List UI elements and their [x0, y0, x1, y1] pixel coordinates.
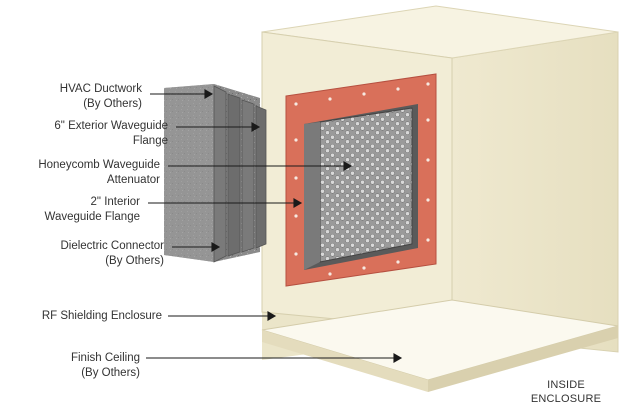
honeycomb-core — [319, 107, 413, 263]
callout-line: HVAC Ductwork — [59, 83, 142, 95]
exterior-flange-folds — [213, 85, 267, 263]
callout-interior-flange: 2" Interior Waveguide Flange — [45, 195, 140, 225]
callout-line: 6" Exterior Waveguide — [54, 120, 168, 132]
callout-finish-ceiling: Finish Ceiling (By Others) — [71, 351, 140, 381]
callout-line: Attenuator — [106, 174, 160, 186]
callout-line: Finish Ceiling — [70, 352, 140, 364]
callout-dielectric: Dielectric Connector (By Others) — [60, 239, 164, 269]
callout-line: Waveguide Flange — [44, 211, 140, 223]
inside-enclosure-label: INSIDE ENCLOSURE — [521, 378, 611, 406]
finish-ceiling-panel — [261, 299, 619, 392]
callout-exterior-flange: 6" Exterior Waveguide Flange — [54, 119, 168, 149]
flange-bolts — [294, 82, 430, 276]
callout-line: Honeycomb Waveguide — [38, 159, 160, 171]
inside-label-line: INSIDE — [547, 379, 585, 391]
callout-line: Dielectric Connector — [60, 240, 164, 252]
leader-arrows — [146, 89, 403, 363]
callout-rf-enclosure: RF Shielding Enclosure — [42, 309, 162, 324]
callout-line: (By Others) — [83, 98, 142, 110]
callout-line: 2" Interior — [90, 196, 140, 208]
inside-label-line: ENCLOSURE — [530, 393, 602, 405]
callout-line: (By Others) — [81, 367, 140, 379]
callout-hvac-ductwork: HVAC Ductwork (By Others) — [60, 82, 142, 112]
honeycomb-side — [304, 122, 320, 270]
callout-honeycomb: Honeycomb Waveguide Attenuator — [38, 158, 160, 188]
callout-line: Flange — [132, 135, 168, 147]
callout-line: RF Shielding Enclosure — [41, 310, 162, 322]
callout-line: (By Others) — [105, 255, 164, 267]
